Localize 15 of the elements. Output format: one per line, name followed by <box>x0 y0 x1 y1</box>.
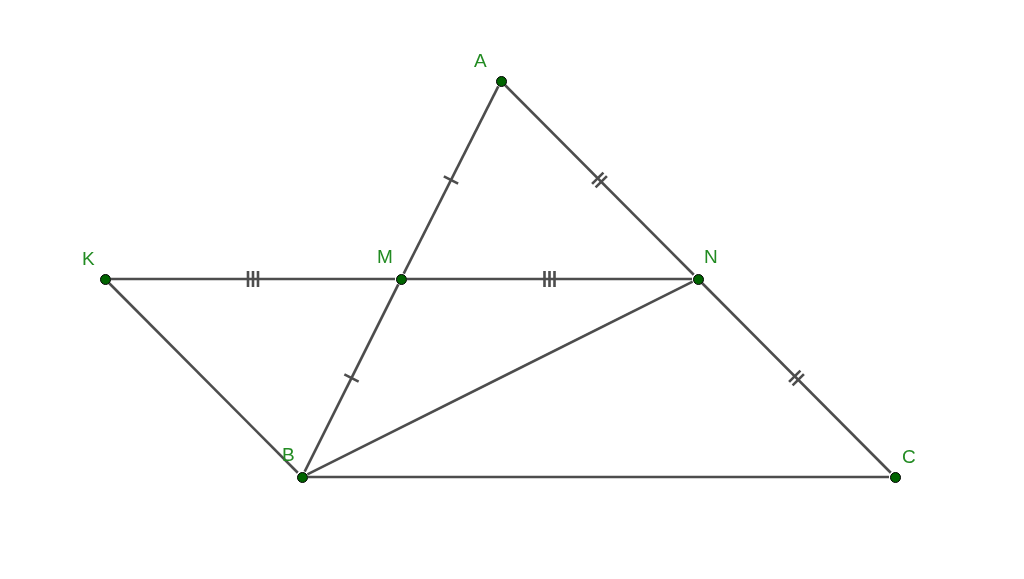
line-segment <box>306 280 694 476</box>
line-segment <box>504 84 695 276</box>
point-label: A <box>474 51 487 71</box>
point-label: B <box>282 445 295 465</box>
point-label: N <box>704 247 718 267</box>
line-segment <box>111 277 395 281</box>
line-segment <box>402 85 500 275</box>
line-segment <box>303 283 400 473</box>
line-segment <box>407 277 692 281</box>
point-label: K <box>82 249 95 269</box>
point-label: M <box>377 247 393 267</box>
point-label: C <box>902 447 916 467</box>
line-segment <box>701 282 892 474</box>
line-segment <box>108 282 299 474</box>
line-segment <box>308 475 889 479</box>
